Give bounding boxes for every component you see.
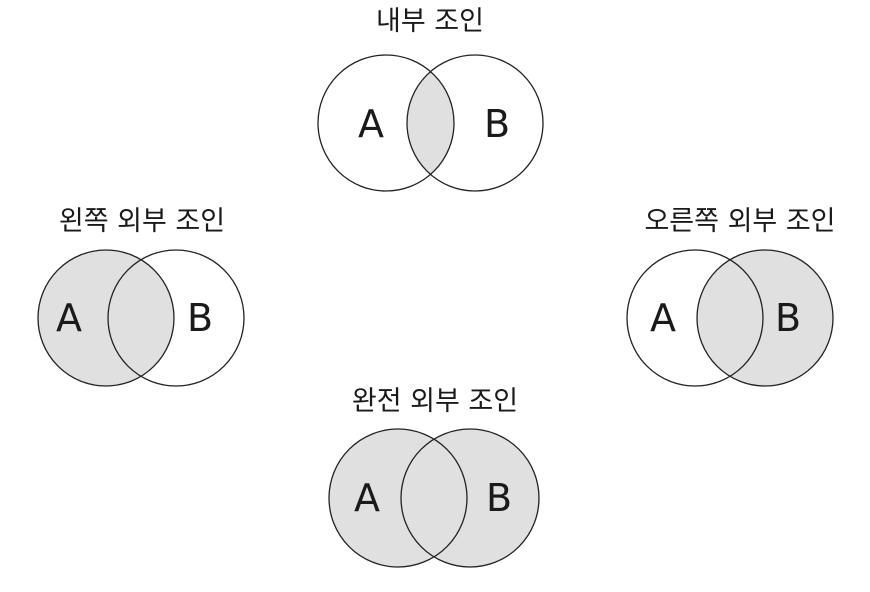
left-outer-join-label-a: A (56, 296, 82, 340)
inner-join-title: 내부 조인 (376, 6, 484, 37)
left-outer-join-fill-a (38, 250, 174, 386)
right-outer-join-circle-b (696, 249, 834, 387)
full-outer-join-label-a: A (354, 476, 380, 520)
right-outer-join-label-a: A (650, 296, 676, 340)
inner-join-label-a: A (358, 102, 384, 146)
right-outer-join-title: 오른쪽 외부 조인 (644, 206, 836, 237)
inner-join-label-b: B (484, 102, 510, 146)
inner-join-diagram: A B (317, 54, 544, 192)
inner-join-circle-b (406, 54, 544, 192)
right-outer-join-circle-a (626, 249, 764, 387)
right-outer-join-diagram: A B (626, 249, 834, 387)
left-outer-join-circle-a (37, 249, 175, 387)
left-outer-join-title: 왼쪽 외부 조인 (58, 206, 226, 237)
right-outer-join-label-b: B (775, 296, 801, 340)
full-outer-join-circle-a (328, 428, 468, 568)
inner-join-intersection (407, 55, 454, 191)
left-outer-join-circle-b (107, 249, 245, 387)
full-outer-join-label-b: B (486, 476, 512, 520)
right-outer-join-fill-b (697, 250, 833, 386)
left-outer-join-label-b: B (187, 296, 213, 340)
left-outer-join-diagram: A B (37, 249, 245, 387)
full-outer-join-fill-b (401, 429, 539, 567)
full-outer-join-title: 완전 외부 조인 (351, 386, 519, 417)
full-outer-join-diagram: A B (328, 428, 540, 568)
inner-join-circle-a (317, 54, 455, 192)
full-outer-join-circle-b (400, 428, 540, 568)
